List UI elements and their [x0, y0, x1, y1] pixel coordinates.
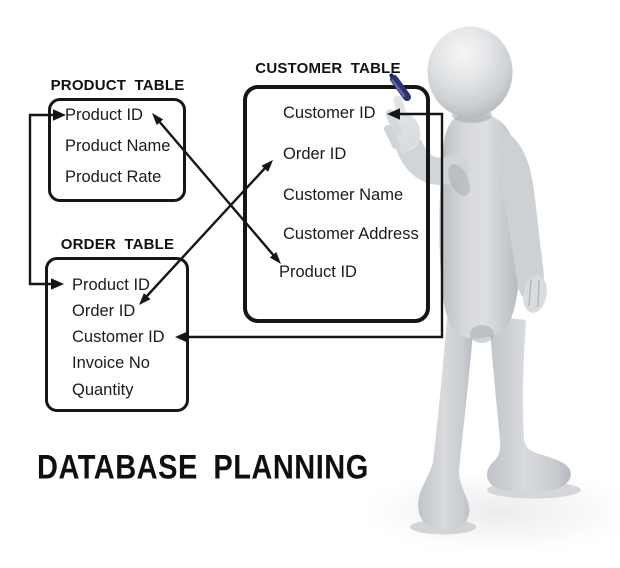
order-field-product-id: Product ID: [72, 276, 150, 294]
customer-field-customer-name: Customer Name: [283, 186, 404, 204]
order-table-title: ORDER TABLE: [60, 236, 175, 253]
product-field-product-id: Product ID: [65, 106, 143, 124]
crotch-shade: [470, 325, 494, 343]
order-field-invoice-no: Invoice No: [72, 354, 150, 372]
figure-right-arm: [497, 130, 547, 313]
order-field-quantity: Quantity: [72, 381, 134, 399]
page-title: DATABASE PLANNING: [37, 449, 369, 487]
product-table-title: PRODUCT TABLE: [50, 77, 185, 94]
figure-legs: [418, 316, 571, 530]
order-field-customer-id: Customer ID: [72, 328, 165, 346]
product-field-product-rate: Product Rate: [65, 168, 162, 186]
customer-field-order-id: Order ID: [283, 145, 347, 163]
order-field-order-id: Order ID: [72, 302, 136, 320]
customer-field-product-id: Product ID: [279, 263, 357, 281]
customer-field-customer-id: Customer ID: [283, 104, 376, 122]
customer-field-customer-address: Customer Address: [283, 225, 419, 243]
figure-head: [427, 26, 513, 123]
customer-table-title: CUSTOMER TABLE: [255, 60, 401, 77]
product-field-product-name: Product Name: [65, 137, 171, 155]
